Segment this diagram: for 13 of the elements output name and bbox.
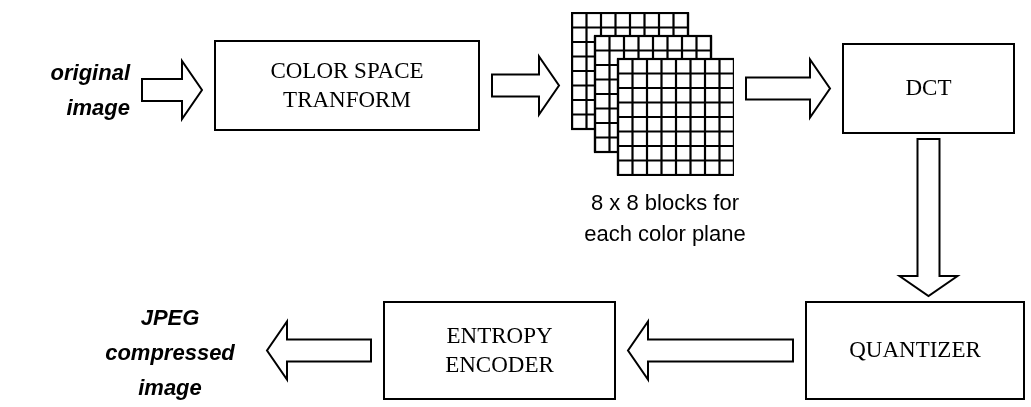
node-label: 8 x 8 blocks for each color plane <box>583 189 747 248</box>
process-box: COLOR SPACE TRANFORM <box>214 40 480 131</box>
block-arrow <box>745 56 832 121</box>
block-arrow <box>265 318 372 383</box>
process-box: DCT <box>842 43 1015 134</box>
io-label: original image <box>49 58 130 122</box>
process-box: QUANTIZER <box>805 301 1025 400</box>
block-arrow <box>626 318 794 383</box>
process-box: ENTROPY ENCODER <box>383 301 616 400</box>
block-arrow <box>141 57 204 123</box>
block-arrow <box>491 53 561 118</box>
block-arrow <box>896 138 961 298</box>
io-label: JPEG compressed image <box>104 303 236 403</box>
